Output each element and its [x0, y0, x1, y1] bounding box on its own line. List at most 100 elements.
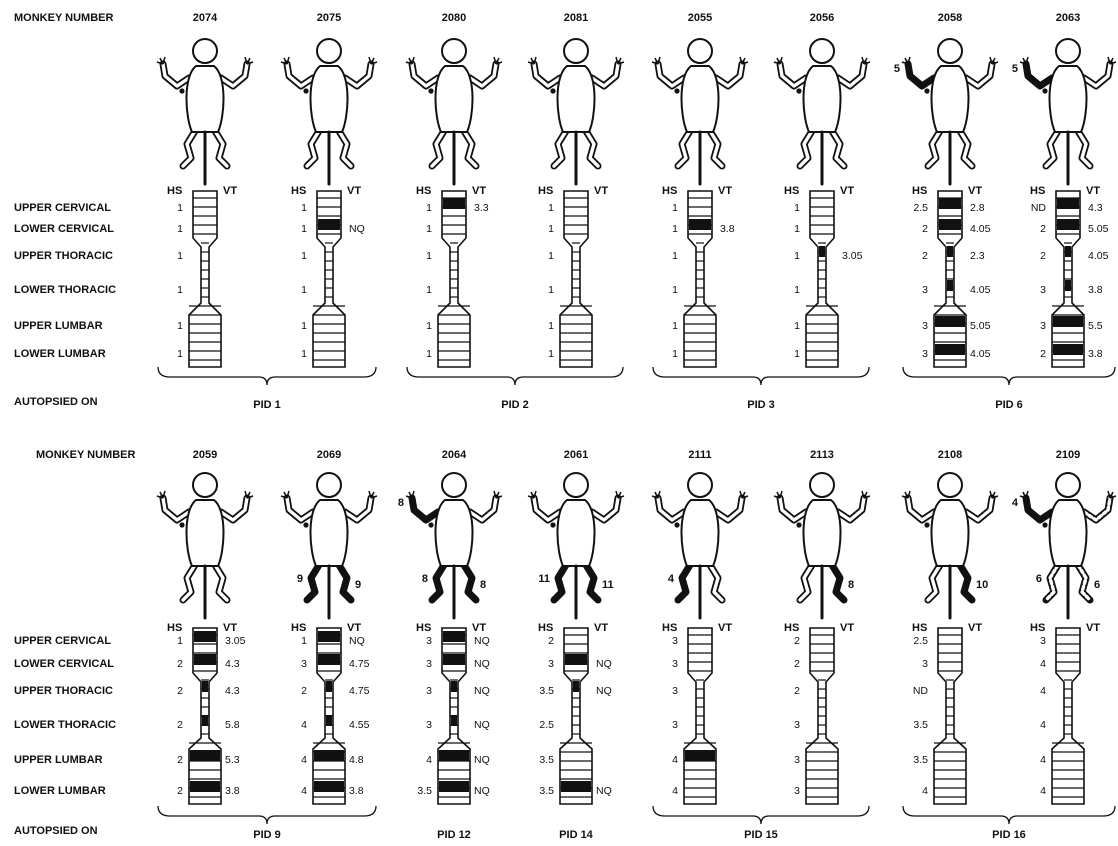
monkey-torso	[931, 500, 968, 566]
hs-value: 1	[426, 250, 432, 262]
lesion-segment	[314, 781, 344, 792]
monkey-head	[193, 39, 217, 63]
hs-value: 1	[426, 223, 432, 235]
monkey-id: 2108	[938, 449, 962, 461]
lesion-segment	[443, 198, 465, 209]
level-label: LOWER LUMBAR	[14, 348, 106, 360]
hs-value: 1	[177, 202, 183, 214]
monkey-id: 2056	[810, 12, 834, 24]
hs-value: 3	[426, 719, 432, 731]
hs-value: 3	[794, 785, 800, 797]
injection-site-dot	[796, 88, 801, 93]
group-brace	[903, 367, 1115, 385]
lesion-segment	[326, 681, 332, 692]
monkey-torso	[931, 66, 968, 132]
monkey-column: 206999HSVT132444NQ4.754.754.554.83.8	[281, 449, 377, 804]
lesion-segment	[1065, 280, 1071, 291]
limb-score-right-arm: 4	[1012, 497, 1019, 509]
pid-group-label: PID 9	[253, 829, 281, 841]
injection-site-dot	[674, 522, 679, 527]
monkey-torso	[310, 500, 347, 566]
monkey-id: 2064	[442, 449, 467, 461]
hs-header: HS	[662, 185, 677, 197]
vt-value: 3.8	[720, 223, 735, 235]
hs-value: 3.5	[913, 754, 928, 766]
hs-value: 1	[426, 320, 432, 332]
monkey-head	[442, 39, 466, 63]
hs-value: ND	[1031, 202, 1047, 214]
hs-value: 4	[1040, 658, 1046, 670]
level-label: LOWER THORACIC	[14, 719, 116, 731]
hs-value: 3.5	[539, 785, 554, 797]
right-arm-limb	[412, 64, 438, 86]
injection-site-dot	[550, 522, 555, 527]
vt-value: 3.8	[349, 785, 364, 797]
vt-header: VT	[223, 185, 237, 197]
monkey-id: 2111	[688, 449, 711, 461]
lesion-segment	[561, 781, 591, 792]
hs-value: 1	[177, 223, 183, 235]
hs-value: 1	[794, 223, 800, 235]
vt-value: 4.05	[970, 223, 991, 235]
level-label: LOWER CERVICAL	[14, 658, 114, 670]
vt-value: NQ	[349, 635, 365, 647]
lesion-segment	[947, 280, 953, 291]
vt-value: NQ	[596, 685, 612, 697]
monkey-head	[1056, 473, 1080, 497]
hs-value: 2	[794, 635, 800, 647]
injection-site-dot	[1042, 88, 1047, 93]
monkey-torso	[186, 66, 223, 132]
level-label: LOWER THORACIC	[14, 284, 116, 296]
hs-value: 3	[672, 658, 678, 670]
level-label: LOWER CERVICAL	[14, 223, 114, 235]
hs-value: 3	[426, 658, 432, 670]
hs-value: 1	[177, 284, 183, 296]
lesion-segment	[318, 631, 340, 642]
lesion-segment	[573, 681, 579, 692]
hs-value: 2	[794, 658, 800, 670]
monkey-head	[564, 39, 588, 63]
hs-value: 3	[426, 635, 432, 647]
hs-value: 4	[301, 719, 307, 731]
hs-value: 3	[301, 658, 307, 670]
lesion-segment	[1053, 344, 1083, 355]
lesion-segment	[935, 344, 965, 355]
level-label: UPPER LUMBAR	[14, 754, 103, 766]
right-arm-limb	[908, 498, 934, 520]
vt-value: NQ	[474, 658, 490, 670]
hs-header: HS	[291, 185, 306, 197]
lesion-segment	[819, 246, 825, 257]
left-arm-limb	[592, 498, 618, 520]
left-arm-limb	[716, 64, 742, 86]
monkey-torso	[681, 500, 718, 566]
injection-site-dot	[924, 88, 929, 93]
limb-score-right-leg: 6	[1036, 573, 1042, 585]
hs-value: 3	[672, 719, 678, 731]
hs-value: 2	[548, 635, 554, 647]
vt-value: NQ	[474, 685, 490, 697]
hs-value: 2	[922, 223, 928, 235]
limb-score-left-leg: 10	[976, 579, 988, 591]
hs-value: 2	[177, 719, 183, 731]
monkey-id: 2059	[193, 449, 217, 461]
injection-site-dot	[428, 88, 433, 93]
left-arm-limb	[345, 498, 371, 520]
monkey-torso	[186, 500, 223, 566]
vt-header: VT	[840, 185, 854, 197]
pid-group-label: PID 2	[501, 399, 529, 411]
hs-value: 1	[426, 348, 432, 360]
hs-value: 3.5	[417, 785, 432, 797]
monkey-head	[810, 473, 834, 497]
hs-value: 3	[922, 284, 928, 296]
injection-site-dot	[796, 522, 801, 527]
monkey-id: 2069	[317, 449, 341, 461]
monkey-id: 2113	[810, 449, 834, 461]
monkey-head	[688, 473, 712, 497]
hs-value: 1	[426, 202, 432, 214]
hs-header: HS	[1030, 185, 1045, 197]
right-arm-limb	[412, 498, 438, 520]
monkey-id: 2081	[564, 12, 588, 24]
